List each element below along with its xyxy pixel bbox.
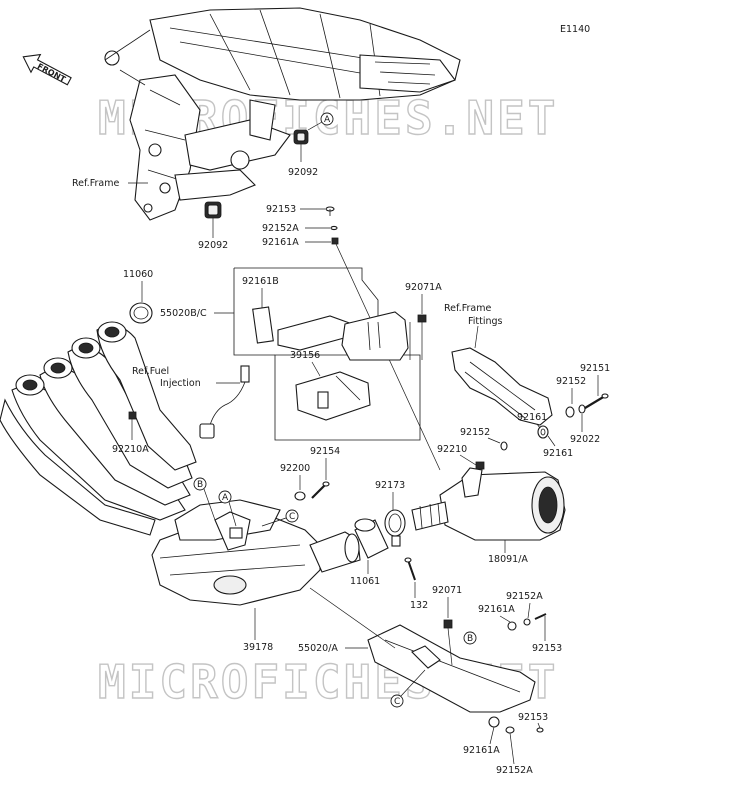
label-92161-r2: 92161 [543, 448, 573, 459]
label-55020bc: 55020B/C [160, 308, 207, 319]
part-18091a-muffler[interactable] [411, 467, 566, 541]
label-92210a: 92210A [112, 444, 149, 455]
part-39178-collector-chamber[interactable] [151, 499, 361, 606]
part-92092-damper-upper[interactable] [293, 129, 309, 145]
callout-b-low [463, 631, 477, 645]
part-11060-gasket[interactable] [129, 302, 153, 324]
part-92200-washer[interactable] [294, 491, 306, 501]
part-muffler-bracket[interactable] [451, 347, 553, 426]
part-92022-collar[interactable] [578, 404, 586, 414]
label-92071a: 92071A [405, 282, 442, 293]
svg-text:A: A [222, 493, 229, 503]
label-92161a-bot: 92161A [463, 745, 500, 756]
part-55020a-heat-guard[interactable] [367, 624, 536, 713]
part-92173-clamp[interactable] [384, 509, 406, 547]
svg-text:C: C [289, 512, 295, 522]
callout-c-low [390, 694, 404, 708]
frame-assembly [104, 7, 461, 221]
oxygen-sensor-icon [199, 365, 250, 439]
label-ref-fuel-injection-1: Ref.Fuel [132, 366, 169, 377]
callout-c-mid [285, 509, 299, 523]
label-92153-mid: 92153 [532, 643, 562, 654]
label-92153-bot: 92153 [518, 712, 548, 723]
part-92210a-nut[interactable] [128, 411, 137, 420]
bolt-stack-mid[interactable] [507, 613, 547, 631]
part-92092-damper-lower[interactable] [204, 201, 222, 219]
label-132: 132 [410, 600, 428, 611]
label-ref-frame-fittings-2: Fittings [468, 316, 503, 327]
label-11060: 11060 [123, 269, 153, 280]
callout-b-mid [193, 477, 207, 491]
label-ref-fuel-injection-2: Injection [160, 378, 201, 389]
part-92210-nut[interactable] [475, 461, 485, 470]
svg-text:A: A [324, 115, 331, 125]
svg-text:B: B [197, 480, 203, 490]
label-92151: 92151 [580, 363, 610, 374]
part-132-bolt[interactable] [404, 557, 416, 581]
label-92173: 92173 [375, 480, 405, 491]
label-92092-lower: 92092 [198, 240, 228, 251]
label-92092-upper: 92092 [288, 167, 318, 178]
label-92022: 92022 [570, 434, 600, 445]
part-92071a-clip[interactable] [417, 314, 427, 323]
part-92161b-pad[interactable] [252, 306, 274, 344]
part-92154-bolt[interactable] [311, 481, 330, 499]
callout-a-mid [218, 490, 232, 504]
part-92071-clip[interactable] [443, 619, 453, 629]
label-92152-r1: 92152 [556, 376, 586, 387]
front-label: FRONT [36, 62, 68, 85]
front-arrow-icon: FRONT [22, 53, 72, 86]
callout-a-top [320, 112, 334, 126]
bolt-stack-top[interactable] [325, 206, 339, 245]
label-92152a-bot: 92152A [496, 765, 533, 776]
label-39178: 39178 [243, 642, 273, 653]
svg-text:C: C [394, 697, 400, 707]
label-92210: 92210 [437, 444, 467, 455]
part-92152-washer-r1[interactable] [565, 406, 575, 418]
label-92152a-mid: 92152A [506, 591, 543, 602]
label-92161-r1: 92161 [517, 412, 547, 423]
part-92151-bolt[interactable] [584, 393, 609, 409]
diagram-code: E1140 [560, 24, 590, 35]
part-exhaust-header-pipes[interactable] [0, 324, 197, 536]
label-92161a-top: 92161A [262, 237, 299, 248]
part-92161-grommet-r1[interactable] [537, 425, 549, 439]
part-39156-insulator[interactable] [295, 371, 371, 421]
header-flanges [15, 321, 127, 396]
label-55020a: 55020/A [298, 643, 338, 654]
label-39156: 39156 [290, 350, 320, 361]
part-11061-gasket[interactable] [354, 518, 389, 559]
label-18091a: 18091/A [488, 554, 528, 565]
label-11061: 11061 [350, 576, 380, 587]
heat-shield-group-box [234, 267, 421, 441]
label-92152a-top: 92152A [262, 223, 299, 234]
label-ref-frame-fittings-1: Ref.Frame [444, 303, 491, 314]
label-92071: 92071 [432, 585, 462, 596]
part-92152-washer-r2[interactable] [500, 441, 508, 451]
label-92152-r2: 92152 [460, 427, 490, 438]
svg-text:B: B [467, 634, 473, 644]
label-92161a-mid: 92161A [478, 604, 515, 615]
label-92154: 92154 [310, 446, 340, 457]
label-92200: 92200 [280, 463, 310, 474]
part-55020bc-heat-shield[interactable] [277, 311, 409, 361]
label-92153-top: 92153 [266, 204, 296, 215]
label-ref-frame: Ref.Frame [72, 178, 119, 189]
label-92161b: 92161B [242, 276, 279, 287]
